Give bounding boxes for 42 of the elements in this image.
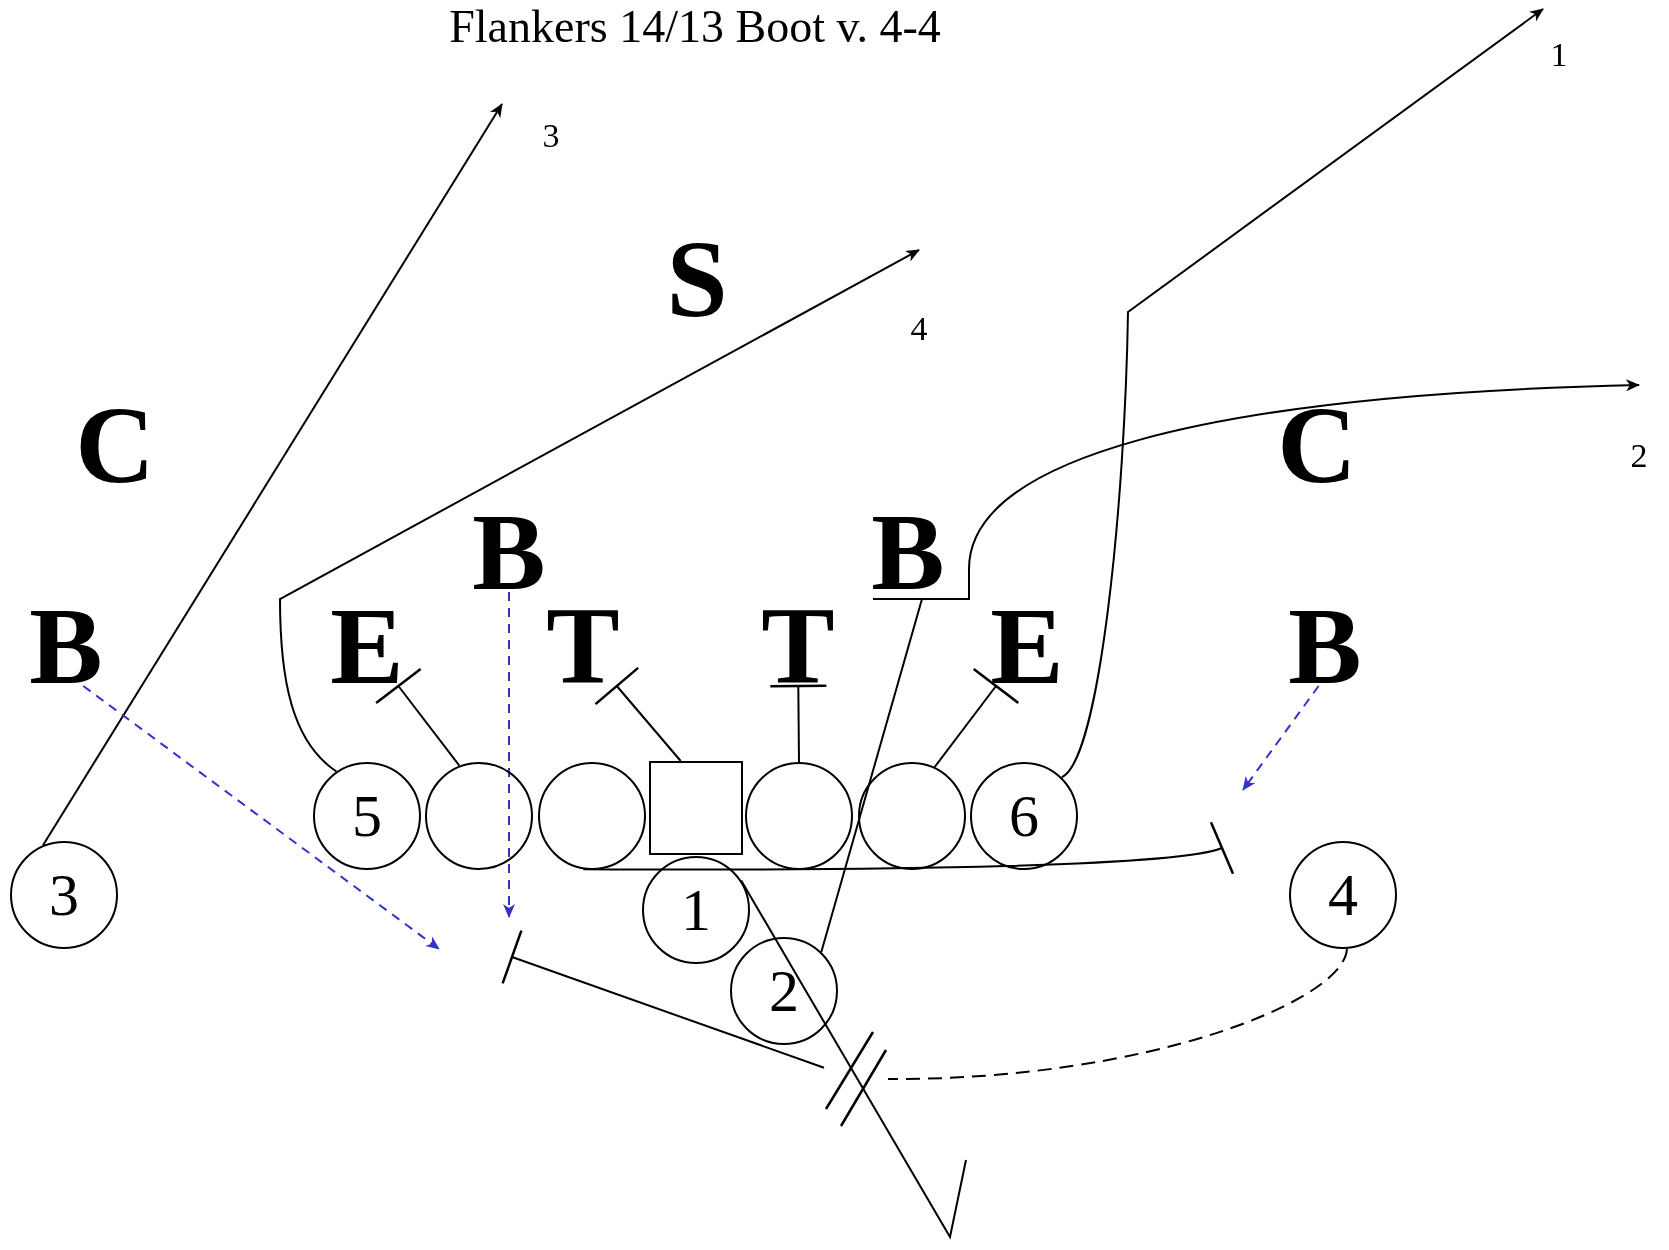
defender-label: T [761,606,835,686]
double-slash-mark [824,1030,888,1128]
block-line [501,929,825,1069]
route-number: 1 [1550,37,1568,73]
defender-label: B [1288,606,1362,686]
center-square [649,761,743,855]
player-circle: 5 [313,762,421,870]
dashed-arrow [503,591,515,918]
defender-label: B [871,512,945,592]
player-circle [538,762,646,870]
route-number: 3 [542,118,560,154]
block-line [933,667,1020,768]
route-arrow [820,379,1640,953]
block-line [769,684,828,763]
player-circle: 6 [970,762,1078,870]
defender-label: C [1277,405,1357,485]
route-arrow [1060,8,1544,779]
player-circle [425,762,533,870]
route-arrow [279,249,920,773]
route-arrow [42,103,503,847]
dashed-route-line [887,947,1348,1081]
block-line [374,667,461,767]
player-circle: 1 [642,856,750,964]
defender-label: E [990,606,1064,686]
defender-label: B [472,512,546,592]
defender-label: T [546,606,620,686]
player-circle [745,762,853,870]
block-line [594,666,682,762]
player-circle: 3 [10,841,118,949]
player-circle: 4 [1289,841,1397,949]
route-number: 2 [1630,438,1648,474]
defender-label: S [666,239,728,319]
dashed-arrow [1242,685,1320,791]
player-circle: 2 [730,937,838,1045]
diagram-title: Flankers 14/13 Boot v. 4-4 [448,2,942,52]
defender-label: C [75,405,155,485]
route-number: 4 [910,311,928,347]
defender-label: E [330,606,404,686]
route-line [740,879,967,1240]
dashed-arrow [82,685,440,950]
player-circle [858,762,966,870]
defender-label: B [29,606,103,686]
